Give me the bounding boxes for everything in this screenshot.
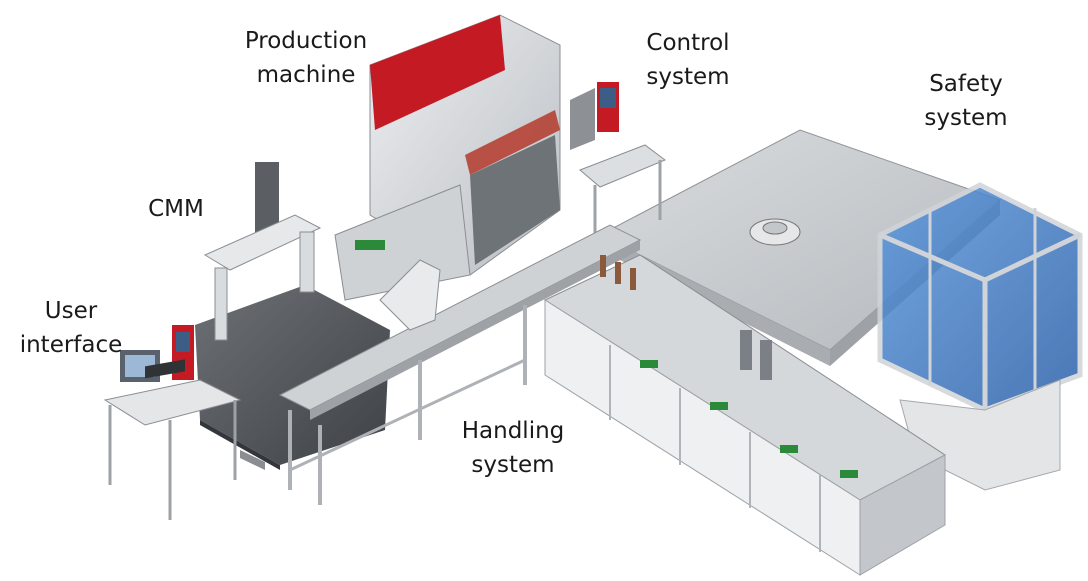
label-safety-system: Safety system xyxy=(910,67,1022,135)
label-line: User xyxy=(44,298,98,324)
label-line: Control xyxy=(646,30,730,56)
label-line: Handling xyxy=(461,418,565,444)
label-user-interface: User interface xyxy=(6,294,136,362)
safety-enclosure xyxy=(877,182,1083,491)
production-machine xyxy=(334,14,561,301)
label-line: CMM xyxy=(148,196,204,222)
label-line: system xyxy=(471,452,555,478)
control-terminal xyxy=(570,82,667,240)
label-control-system: Control system xyxy=(630,26,746,94)
cmm-machine xyxy=(195,162,390,470)
label-line: system xyxy=(646,64,730,90)
handling-conveyor xyxy=(278,224,642,505)
label-line: interface xyxy=(19,332,123,358)
label-handling-system: Handling system xyxy=(450,414,576,482)
label-line: Safety xyxy=(929,71,1003,97)
station-line xyxy=(543,254,946,576)
label-line: machine xyxy=(256,62,356,88)
label-line: system xyxy=(924,105,1008,131)
label-production-machine: Production machine xyxy=(232,24,380,92)
label-line: Production xyxy=(244,28,368,54)
label-cmm: CMM xyxy=(130,192,222,226)
user-interface-desk xyxy=(103,325,242,520)
